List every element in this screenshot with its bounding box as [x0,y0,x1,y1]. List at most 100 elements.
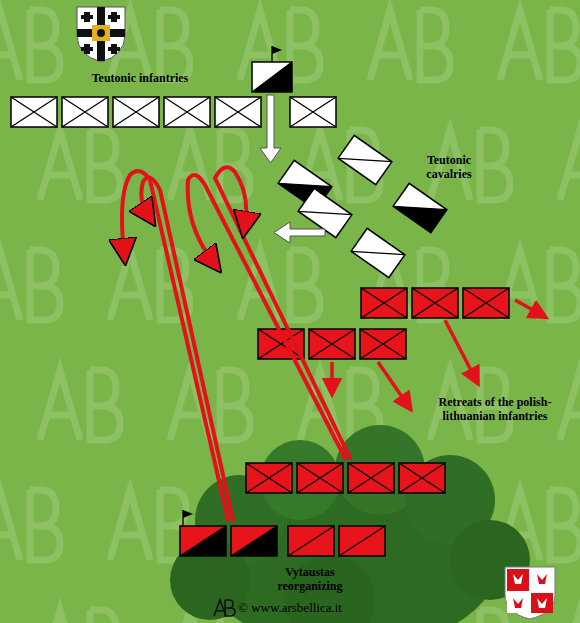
map-label: Vytaustas reorganizing [262,566,358,594]
unit-half [180,526,226,556]
watermark-logo [110,490,190,560]
watermark-logo [500,10,580,80]
watermark-logo [40,130,120,200]
unit-box [11,97,57,127]
unit-box [231,526,277,556]
watermark-logo [0,250,60,320]
map-stroke [164,97,210,127]
teutonic-advance-arrows [260,95,325,243]
army-unit [412,288,458,318]
army-unit [180,510,226,556]
map-stroke [11,97,57,127]
watermark-logo [170,370,250,440]
watermark-logo [40,370,120,440]
polish-lithuanian-shield [505,567,555,619]
watermark-logo [170,130,250,200]
map-stroke [463,288,509,318]
army-unit [309,329,355,359]
map-stroke [393,183,447,232]
unit-box [360,329,406,359]
map-stroke [297,463,343,493]
unit-box [399,463,445,493]
watermark-logo [40,610,120,623]
map-stroke [309,329,355,359]
army-unit [393,183,447,232]
watermark-logo [370,10,450,80]
watermark-logo [560,610,580,623]
army-unit [348,463,394,493]
army-unit [288,526,334,556]
unit-box [113,97,159,127]
army-unit [164,97,210,127]
unit-box [246,463,292,493]
map-stroke [348,463,394,493]
unit-box [290,97,336,127]
unit-box [180,526,226,556]
watermark-logo [0,10,60,80]
unit-half [252,62,292,92]
flag [183,510,193,518]
watermark-logo [500,250,580,320]
map-stroke [351,228,405,277]
retreat-arrows [332,300,540,404]
unit-box [393,183,447,232]
map-stroke [252,62,292,92]
watermark-logo [0,490,60,560]
unit-box [288,526,334,556]
army-unit [463,288,509,318]
unit-box [309,329,355,359]
map-stroke [231,526,277,556]
army-unit [351,228,405,277]
army-units [11,46,509,556]
army-unit [113,97,159,127]
map-label: Teutonic infantries [60,72,220,86]
unit-box [412,288,458,318]
watermark-logo [560,130,580,200]
unit-box [252,62,292,92]
map-stroke [399,463,445,493]
unit-box [164,97,210,127]
copyright-note: © www.arsbellica.it [238,601,378,616]
army-unit [338,135,392,184]
map-stroke [339,526,385,556]
army-unit [360,329,406,359]
army-unit [231,526,277,556]
watermark-logo [560,370,580,440]
army-unit [399,463,445,493]
army-unit [11,97,57,127]
map-label: Retreats of the polish-lithuanian infant… [416,396,574,424]
teutonic-shield [77,7,125,62]
army-unit [62,97,108,127]
map-stroke [113,97,159,127]
unit-box [215,97,261,127]
army-unit [215,97,261,127]
unit-half [393,183,447,232]
map-stroke [62,97,108,127]
map-label: Teutonic cavalries [403,154,495,182]
vytautas-charge-arrows [122,167,350,520]
army-unit [361,288,407,318]
map-stroke [290,97,336,127]
army-unit [339,526,385,556]
map-stroke [338,135,392,184]
logo-ab [214,600,235,616]
unit-box [361,288,407,318]
flag [272,46,282,54]
army-unit [297,463,343,493]
unit-half [231,526,277,556]
map-stroke [412,288,458,318]
army-unit [246,463,292,493]
map-stroke [288,526,334,556]
unit-box [297,463,343,493]
map-stroke [360,329,406,359]
unit-box [62,97,108,127]
map-stroke [180,526,226,556]
map-stroke [361,288,407,318]
unit-box [348,463,394,493]
watermark [0,10,580,623]
unit-box [463,288,509,318]
unit-box [339,526,385,556]
unit-box [338,135,392,184]
army-unit [290,97,336,127]
